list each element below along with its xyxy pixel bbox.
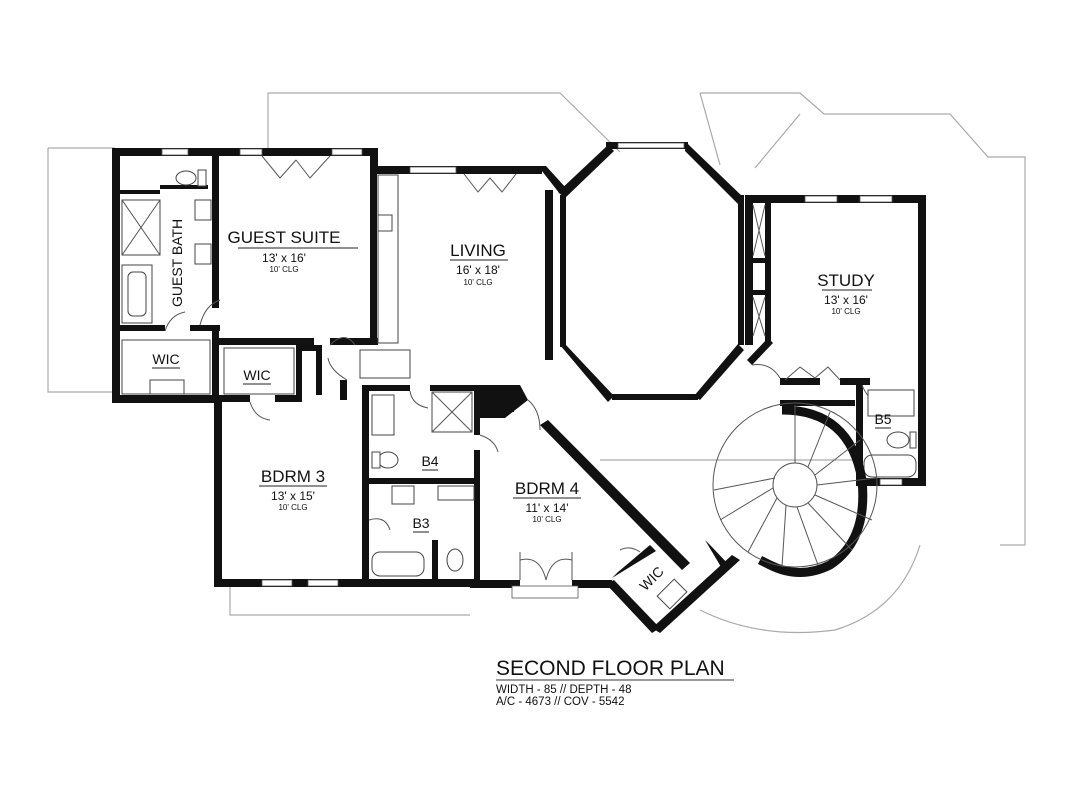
interior-walls	[120, 148, 528, 585]
room-ceiling-bdrm4: 10' CLG	[532, 515, 561, 524]
room-label-bdrm4: BDRM 4	[515, 479, 579, 498]
windows	[161, 142, 903, 599]
room-label-wic-bdrm4: WIC	[636, 563, 667, 594]
room-ceiling-study: 10' CLG	[831, 307, 860, 316]
room-size-bdrm4: 11' x 14'	[525, 501, 568, 515]
title-block: SECOND FLOOR PLAN WIDTH - 85 // DEPTH - …	[496, 657, 734, 708]
room-labels: GUEST SUITE 13' x 16' 10' CLG GUEST BATH…	[152, 219, 892, 594]
room-size-bdrm3: 13' x 15'	[271, 489, 315, 503]
room-label-wic-bdrm3: WIC	[243, 367, 270, 383]
room-ceiling-guest-suite: 10' CLG	[269, 265, 298, 274]
plan-area: A/C - 4673 // COV - 5542	[496, 696, 624, 708]
room-size-study: 13' x 16'	[824, 293, 868, 307]
plan-width-depth: WIDTH - 85 // DEPTH - 48	[496, 684, 631, 696]
room-label-wic-guest: WIC	[152, 351, 179, 367]
terrace-outlines	[47, 92, 1026, 634]
room-label-guest-bath: GUEST BATH	[169, 219, 185, 307]
spiral-staircase	[712, 402, 878, 577]
room-size-guest-suite: 13' x 16'	[262, 251, 306, 265]
fixtures	[121, 169, 917, 610]
room-label-study: STUDY	[817, 271, 875, 290]
room-label-guest-suite: GUEST SUITE	[227, 228, 340, 247]
room-label-b4: B4	[421, 453, 438, 469]
room-label-b3: B3	[412, 515, 429, 531]
room-size-living: 16' x 18'	[456, 263, 500, 277]
room-label-bdrm3: BDRM 3	[261, 467, 325, 486]
doors	[164, 155, 881, 581]
room-label-b5: B5	[874, 411, 891, 427]
room-label-living: LIVING	[450, 241, 506, 260]
room-ceiling-bdrm3: 10' CLG	[278, 503, 307, 512]
plan-title: SECOND FLOOR PLAN	[496, 657, 725, 680]
room-ceiling-living: 10' CLG	[463, 278, 492, 287]
